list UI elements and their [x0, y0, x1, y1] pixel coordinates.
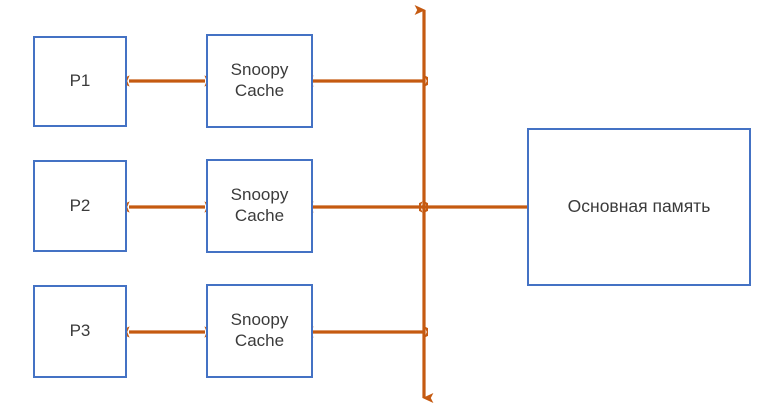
processor-box-p3[interactable]: P3 [33, 285, 127, 378]
main-memory-box[interactable]: Основная память [527, 128, 751, 286]
connector-bus-memory [419, 201, 531, 213]
processor-label: P2 [69, 195, 91, 215]
processor-box-p1[interactable]: P1 [33, 36, 127, 127]
connector-cache1-bus [310, 75, 428, 87]
connector-cache3-bus [310, 326, 428, 338]
main-memory-label: Основная память [567, 196, 711, 217]
connector-p3-cache3 [126, 326, 208, 338]
processor-box-p2[interactable]: P2 [33, 160, 127, 252]
processor-label: P1 [69, 71, 91, 91]
connector-p2-cache2 [126, 201, 208, 213]
cache-box-1[interactable]: Snoopy Cache [206, 34, 313, 128]
cache-label: Snoopy Cache [230, 185, 289, 225]
cache-box-2[interactable]: Snoopy Cache [206, 159, 313, 253]
connector-cache2-bus [310, 201, 428, 213]
cache-label: Snoopy Cache [230, 60, 289, 100]
cache-label: Snoopy Cache [230, 310, 289, 350]
processor-label: P3 [69, 321, 91, 341]
cache-box-3[interactable]: Snoopy Cache [206, 284, 313, 378]
connector-p1-cache1 [126, 75, 208, 87]
